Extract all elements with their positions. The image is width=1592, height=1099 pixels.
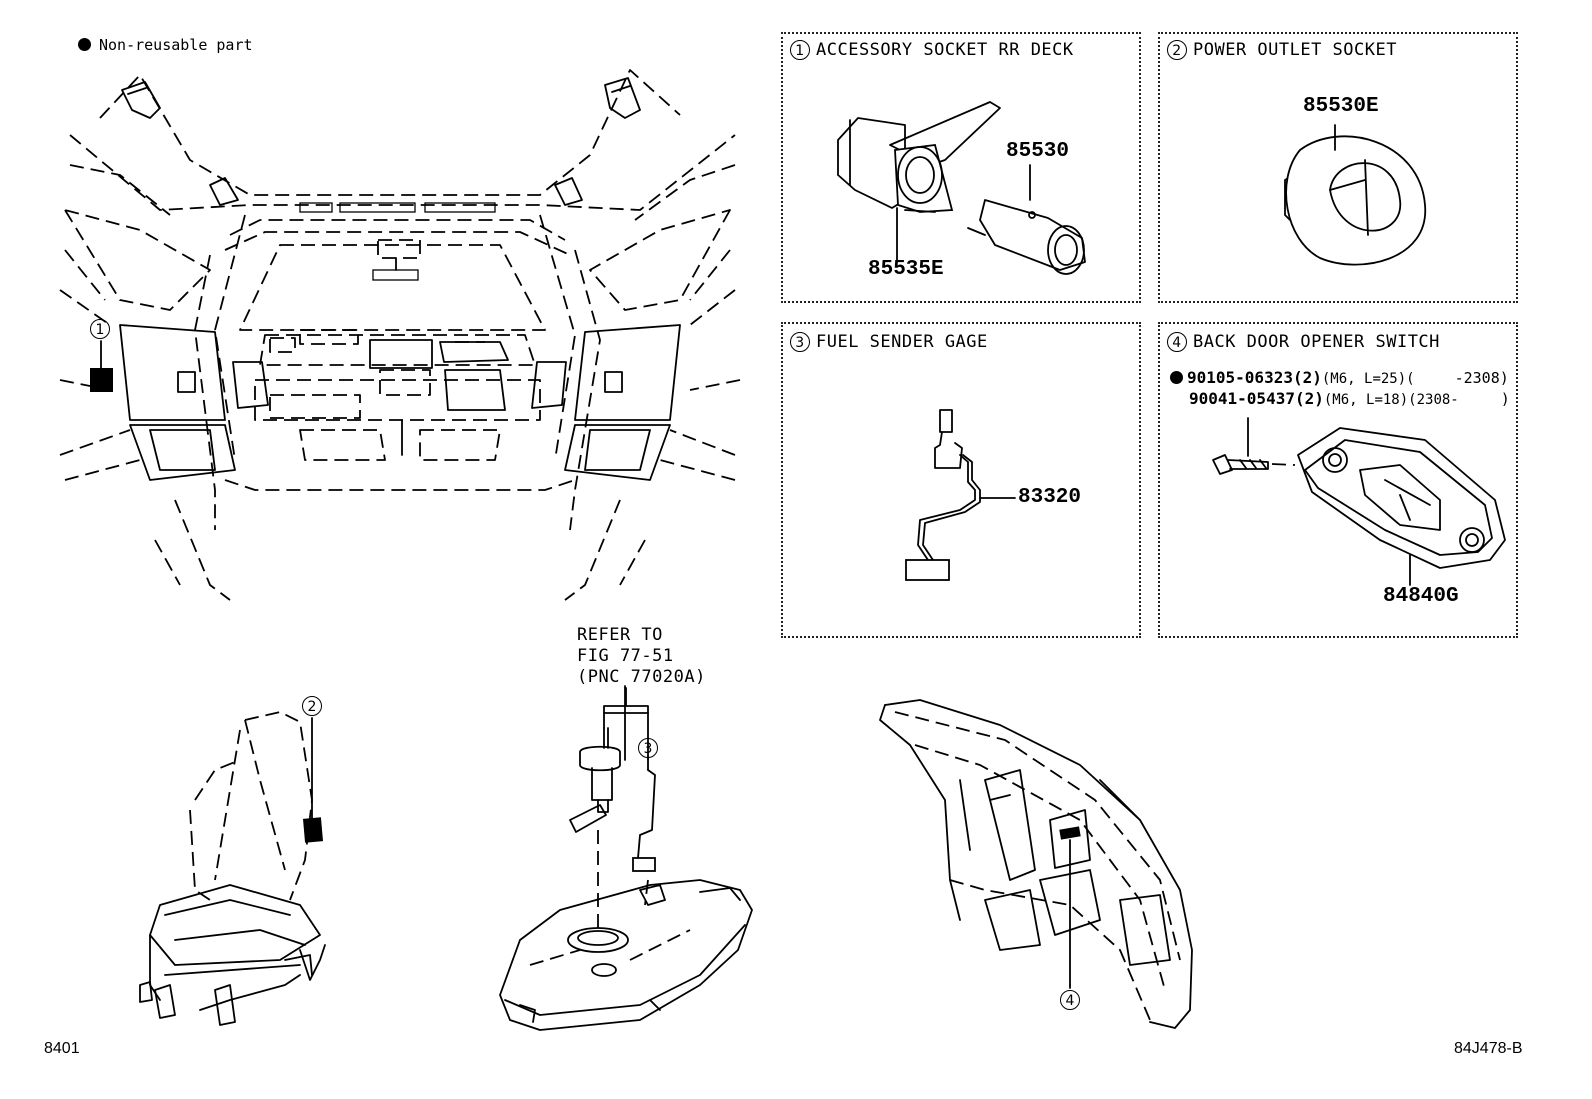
legend-label: Non-reusable part [99,36,253,54]
outlet-marker-icon [302,817,324,843]
callout-3: 3 [638,738,664,758]
bolt-row-1: 90105-06323(2)(M6, L=25)( -2308) [1170,368,1509,387]
panel-1-title-text: ACCESSORY SOCKET RR DECK [816,40,1074,60]
refer-bracket [603,705,649,714]
power-outlet-drawing [1284,124,1426,266]
panel-4-title-text: BACK DOOR OPENER SWITCH [1193,332,1440,352]
part-number: 83320 [1018,486,1082,509]
callout-circle-icon: 1 [90,319,110,339]
callout-circle-icon: 3 [790,332,810,352]
accessory-socket-marker-icon [90,368,113,392]
footer-left-code: 8401 [44,1040,80,1057]
vehicle-interior-drawing [59,69,741,601]
part-number: 85530E [1303,95,1379,118]
seat-drawing [139,711,326,1026]
panel-opener-switch [1158,322,1518,638]
panel-4-title: 4 BACK DOOR OPENER SWITCH [1167,332,1440,352]
footer-right-code: 84J478-B [1454,1040,1523,1057]
callout-circle-icon: 4 [1060,990,1080,1010]
non-reusable-dot-icon [1170,371,1183,384]
panel-power-outlet [1158,32,1518,303]
callout-circle-icon: 1 [790,40,810,60]
bolt-part-number: 90105-06323 [1187,368,1293,387]
bolt-qty: (2) [1294,389,1324,408]
callout-1: 1 [90,319,116,339]
part-number: 85530 [1006,140,1070,163]
bolt-spec: (M6, L=25)( [1321,371,1415,387]
non-reusable-dot-icon [78,38,91,51]
legend-non-reusable: Non-reusable part [78,36,253,54]
panel-fuel-sender [781,322,1141,638]
opener-switch-drawing [1212,417,1506,586]
fuel-sender-drawing [905,409,1016,581]
callout-2: 2 [302,696,328,716]
panel-1-title: 1 ACCESSORY SOCKET RR DECK [790,40,1074,60]
back-door-drawing [879,699,1193,1029]
part-number: 84840G [1383,585,1459,608]
panel-2-title: 2 POWER OUTLET SOCKET [1167,40,1397,60]
refer-line-1: REFER TO [577,625,663,645]
bolt-range: -2308) [1454,369,1509,387]
bolt-row-2: 90041-05437(2)(M6, L=18)(2308-) [1189,389,1510,408]
panel-3-title: 3 FUEL SENDER GAGE [790,332,988,352]
callout-circle-icon: 3 [638,738,658,758]
accessory-socket-drawing [837,101,1086,275]
refer-line-2: FIG 77-51 [577,646,674,666]
switch-marker-icon [1059,826,1081,840]
callout-4: 4 [1060,990,1086,1010]
callout-circle-icon: 4 [1167,332,1187,352]
bolt-qty: (2) [1292,368,1322,387]
bolt-part-number: 90041-05437 [1189,389,1295,408]
bolt-range: ) [1500,390,1510,408]
panel-accessory-socket [781,32,1141,303]
callout-circle-icon: 2 [302,696,322,716]
bolt-spec: (M6, L=18)(2308- [1323,392,1459,408]
refer-line-3: (PNC 77020A) [577,667,706,687]
panel-2-title-text: POWER OUTLET SOCKET [1193,40,1397,60]
part-number: 85535E [868,258,944,281]
callout-circle-icon: 2 [1167,40,1187,60]
panel-3-title-text: FUEL SENDER GAGE [816,332,988,352]
fuel-tank-drawing [499,685,753,1031]
refer-note: REFER TO FIG 77-51 (PNC 77020A) [577,625,706,688]
